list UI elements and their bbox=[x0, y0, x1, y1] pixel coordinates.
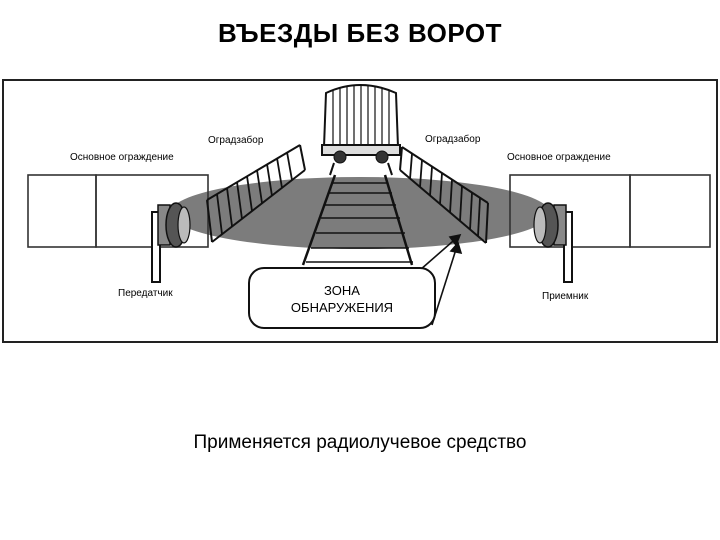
transmitter-device bbox=[151, 202, 191, 283]
label-main-fence-left: Основное ограждение bbox=[70, 152, 174, 163]
diagram-frame bbox=[2, 79, 718, 343]
slide-title: ВЪЕЗДЫ БЕЗ ВОРОТ bbox=[218, 18, 502, 48]
label-fence-left: Оградзабор bbox=[208, 135, 264, 146]
detection-beam bbox=[170, 177, 550, 249]
slide-caption: Применяется радиолучевое средство bbox=[193, 432, 527, 453]
detection-diagram bbox=[2, 79, 718, 343]
detection-zone-label: ЗОНА ОБНАРУЖЕНИЯ bbox=[248, 267, 436, 329]
label-main-fence-right: Основное ограждение bbox=[507, 152, 611, 163]
railway-track bbox=[301, 174, 414, 266]
zone-label-line1: ЗОНА bbox=[324, 283, 360, 298]
rail-car bbox=[321, 84, 401, 176]
receiver-device bbox=[533, 202, 573, 283]
zone-label-line2: ОБНАРУЖЕНИЯ bbox=[290, 300, 394, 315]
label-transmitter: Передатчик bbox=[118, 288, 173, 299]
left-hatched-fence bbox=[206, 144, 306, 243]
zone-pointer-arrows bbox=[419, 233, 463, 326]
right-hatched-fence bbox=[399, 146, 489, 244]
label-receiver: Приемник bbox=[542, 291, 589, 302]
label-fence-right: Оградзабор bbox=[425, 134, 481, 145]
